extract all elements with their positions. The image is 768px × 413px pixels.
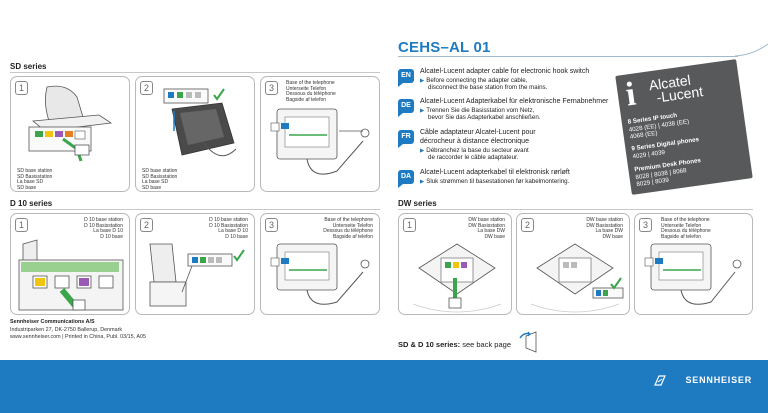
step-number: 3 xyxy=(265,218,278,232)
step-number: 1 xyxy=(403,218,416,232)
sd-series-rule xyxy=(10,72,380,73)
document-title: CEHS–AL 01 xyxy=(398,39,491,56)
step-number: 3 xyxy=(639,218,652,232)
step-number: 2 xyxy=(140,218,153,232)
language-badge: DA xyxy=(398,170,414,188)
see-back-page-note: SD & D 10 series: see back page xyxy=(398,340,511,349)
language-badge: FR xyxy=(398,130,414,148)
phone-base-illustration xyxy=(644,243,742,305)
sd-series-title: SD series xyxy=(10,62,47,71)
sennheiser-logo: SENNHEISER xyxy=(685,375,752,385)
phone-base-illustration xyxy=(270,243,370,305)
language-badge: DE xyxy=(398,99,414,117)
language-heading: Câble adaptateur Alcatel-Lucent pour xyxy=(420,129,536,136)
d10-base-ports-illustration xyxy=(149,243,245,307)
company-web: www.sennheiser.com | Printed in China, P… xyxy=(10,334,146,340)
language-heading: Alcatel-Lucent adapter cable for electro… xyxy=(420,68,590,75)
title-swoosh xyxy=(735,43,768,57)
step-number: 2 xyxy=(521,218,534,232)
language-instruction: disconnect the base station from the mai… xyxy=(428,84,548,91)
phone-base-illustration xyxy=(270,108,370,175)
page-turn-icon xyxy=(519,331,537,353)
language-instruction: ▶Débranchez la base du secteur avant xyxy=(420,147,529,154)
d10-base-illustration xyxy=(18,239,124,311)
language-instruction: bevor Sie das Adapterkabel anschließen. xyxy=(428,114,541,121)
sennheiser-logo-icon xyxy=(654,375,666,386)
alcatel-compatibility-box: i Alcatel -Lucent 8 Series IP touch 4028… xyxy=(615,59,753,195)
language-instruction: ▶Sluk strømmen til basestationen før kab… xyxy=(420,178,570,185)
step-number: 1 xyxy=(15,81,28,95)
step-number: 2 xyxy=(140,81,153,95)
company-address: Industriparken 27, DK-2750 Ballerup, Den… xyxy=(10,327,123,333)
language-instruction: de raccorder le câble adaptateur. xyxy=(428,154,519,161)
dw-base-ports-illustration xyxy=(530,243,624,313)
d10-series-title: D 10 series xyxy=(10,199,53,208)
language-heading: Alcatel-Lucent adapterkabel til elektron… xyxy=(420,169,570,176)
step-number: 1 xyxy=(15,218,28,232)
language-badge: EN xyxy=(398,69,414,87)
dw-series-rule xyxy=(398,209,753,210)
footer-brand-bar xyxy=(0,360,768,413)
language-heading-cont: décrocheur à distance électronique xyxy=(420,138,529,145)
alcatel-brand-name: Alcatel -Lucent xyxy=(647,71,704,106)
dw-series-title: DW series xyxy=(398,199,437,208)
company-name: Sennheiser Communications A/S xyxy=(10,319,95,325)
language-instruction: ▶Before connecting the adapter cable, xyxy=(420,77,528,84)
language-heading: Alcatel-Lucent Adapterkabel für elektron… xyxy=(420,98,609,105)
language-instruction: ▶Trennen Sie die Basisstation vom Netz, xyxy=(420,107,535,114)
step-number: 3 xyxy=(265,81,278,95)
alcatel-logo-icon: i xyxy=(623,75,638,114)
sd-base-illustration xyxy=(28,85,113,162)
sd-base-ports-illustration xyxy=(163,88,237,157)
title-rule xyxy=(398,56,738,57)
dw-base-illustration xyxy=(412,243,502,313)
d10-series-rule xyxy=(10,209,380,210)
